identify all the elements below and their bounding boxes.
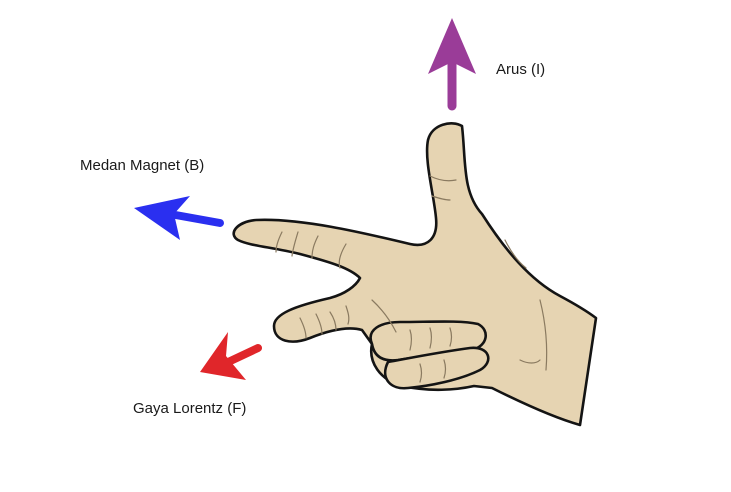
force-arrow-head <box>200 332 246 380</box>
field-arrow-head <box>134 196 190 240</box>
field-arrow <box>134 196 224 240</box>
force-arrow <box>200 332 262 380</box>
curled-fingers <box>383 346 490 390</box>
hand-illustration <box>232 122 598 427</box>
current-arrow-head <box>428 18 476 74</box>
magnetic-field-label: Medan Magnet (B) <box>80 157 205 174</box>
lorentz-force-label: Gaya Lorentz (F) <box>133 400 247 417</box>
current-arrow <box>428 18 476 111</box>
hand-creases <box>275 175 548 383</box>
hand-outline <box>232 122 598 427</box>
current-label: Arus (I) <box>496 61 546 78</box>
field-arrow-shaft <box>166 210 224 227</box>
